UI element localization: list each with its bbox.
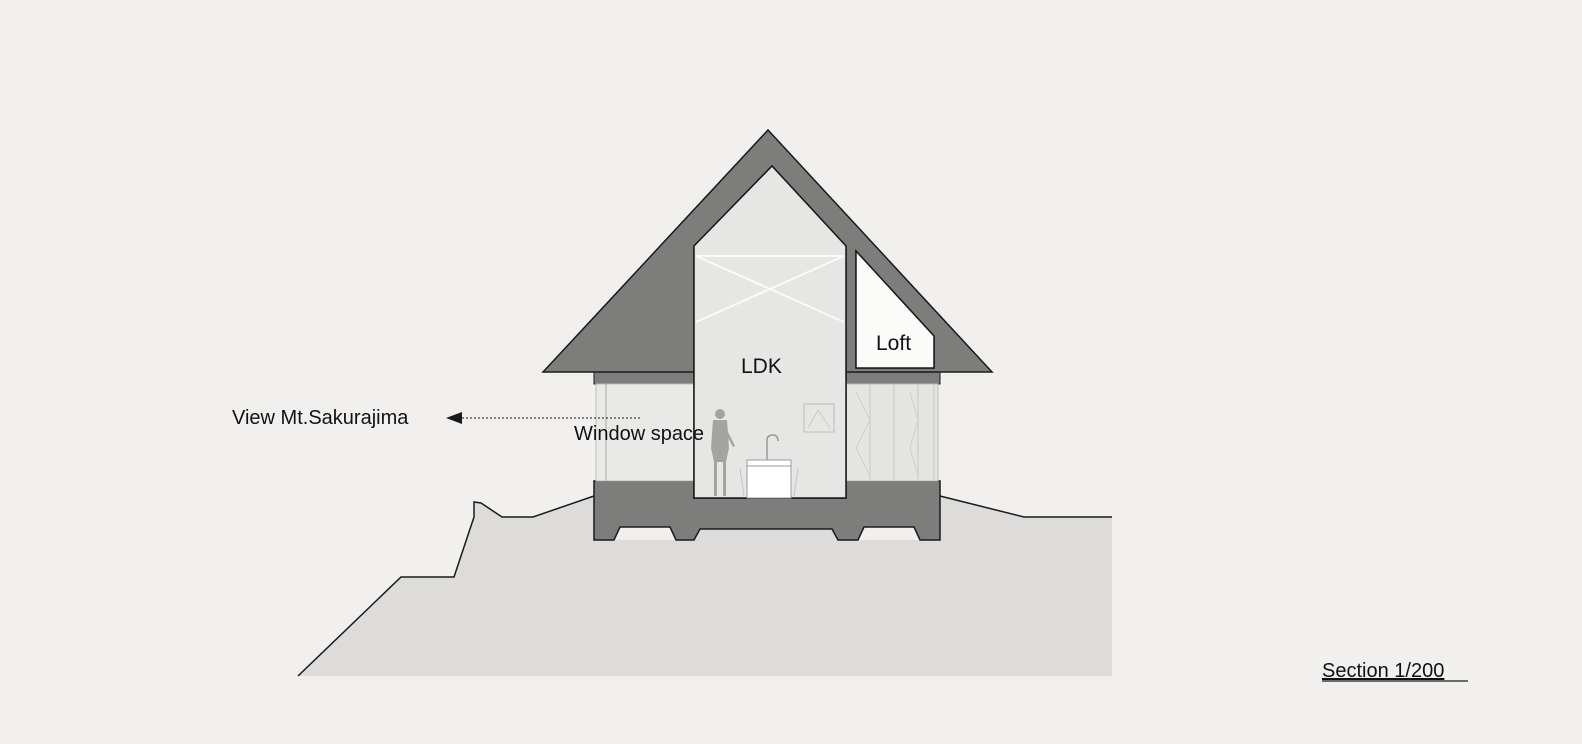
left-eave xyxy=(593,371,695,385)
view-arrow-head xyxy=(446,412,462,424)
ldk-space xyxy=(693,164,847,499)
ldk-cross-bracing xyxy=(695,255,845,323)
wall-picture-mark xyxy=(807,409,831,429)
ground-outline xyxy=(297,495,1112,677)
kitchen-counter xyxy=(739,434,799,499)
right-eave xyxy=(843,371,941,385)
ldk-label: LDK xyxy=(741,355,782,378)
person-figure xyxy=(711,409,735,496)
section-title: Section 1/200 xyxy=(1322,660,1444,682)
right-bay xyxy=(845,383,939,482)
window-space-label: Window space xyxy=(574,423,704,445)
loft-space xyxy=(855,249,935,369)
right-bay-diagonals xyxy=(855,391,919,477)
loft-label: Loft xyxy=(876,332,911,355)
wall-picture xyxy=(803,403,835,433)
window-space-area xyxy=(595,383,695,482)
ground-terrain xyxy=(298,496,1112,676)
view-label: View Mt.Sakurajima xyxy=(232,407,409,429)
